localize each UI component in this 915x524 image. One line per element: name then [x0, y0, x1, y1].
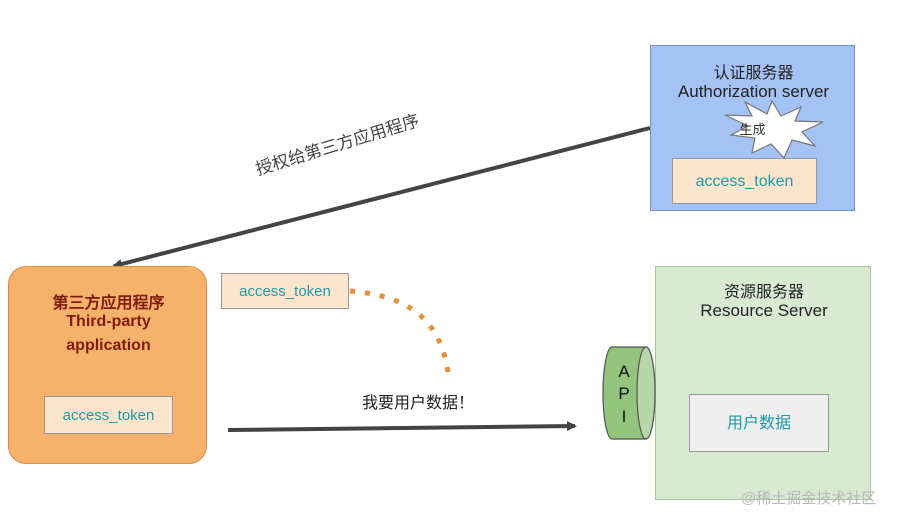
user-data-box: 用户数据 — [689, 394, 829, 452]
api-cylinder-cap — [636, 346, 656, 440]
resource-server-box: 资源服务器 Resource Server — [655, 266, 871, 500]
third-party-title-en-line1: Third-party — [66, 313, 151, 330]
dotted-curve — [349, 288, 451, 373]
api-letter-a: A — [618, 362, 630, 381]
third-party-access-token: access_token — [44, 396, 173, 434]
api-letter-p: P — [618, 384, 630, 403]
resource-server-title-cn: 资源服务器 — [723, 284, 804, 301]
watermark: @稀土掘金技术社区 — [741, 490, 877, 507]
auth-server-title-cn: 认证服务器 — [713, 65, 794, 82]
generate-burst-label: 生成 — [739, 122, 766, 137]
request-arrow — [227, 421, 577, 432]
api-letter-i: I — [621, 407, 627, 426]
floating-access-token: access_token — [221, 273, 349, 309]
resource-server-title-en: Resource Server — [700, 301, 828, 320]
third-party-title-cn: 第三方应用程序 — [52, 295, 165, 312]
generate-burst-shape — [724, 99, 824, 160]
auth-server-access-token: access_token — [672, 158, 817, 204]
request-label: 我要用户数据！ — [362, 395, 475, 412]
grant-arrow — [112, 126, 651, 269]
third-party-title-en-line2: application — [66, 337, 151, 354]
auth-server-title-en: Authorization server — [677, 82, 830, 101]
